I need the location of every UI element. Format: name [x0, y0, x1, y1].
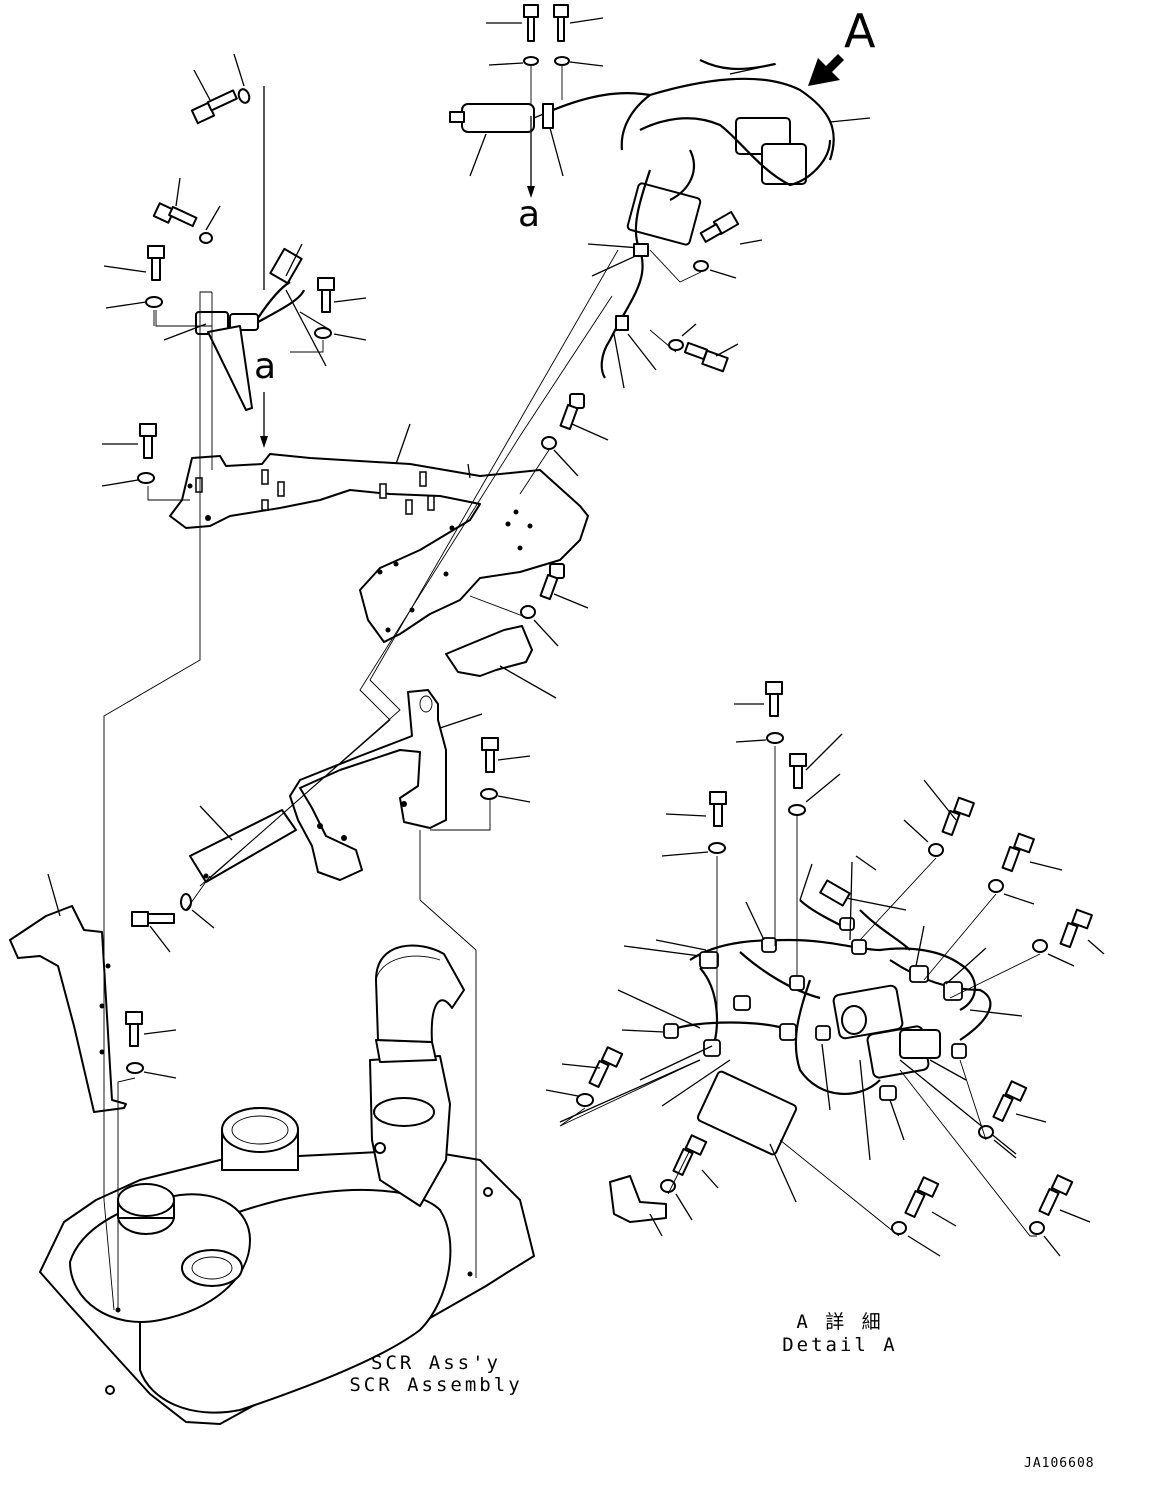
washer-icon	[180, 893, 192, 911]
detail-caption-line1: A 詳 細	[796, 1311, 884, 1333]
washer-icon	[314, 327, 332, 339]
bolt-icon	[539, 563, 589, 609]
view-arrow-label: A	[844, 4, 876, 58]
bolt-icon	[765, 681, 783, 717]
main-mounting-bracket	[169, 423, 589, 643]
washer-icon	[199, 232, 213, 244]
bracket-small	[609, 1175, 667, 1223]
deflector-plate	[189, 805, 297, 883]
bolt-icon	[941, 796, 975, 837]
control-box-icon	[832, 984, 941, 1079]
bolt-icon	[1001, 832, 1035, 873]
bolt-icon	[588, 1046, 624, 1088]
bolt-icon	[190, 69, 238, 125]
detail-a-view	[545, 681, 1105, 1257]
washer-icon	[1029, 1221, 1045, 1235]
harness-upper-right	[600, 117, 871, 379]
washer-icon	[480, 788, 498, 800]
bolt-icon	[992, 1080, 1028, 1122]
washer-icon	[145, 296, 163, 308]
washer-icon	[237, 88, 251, 104]
nox-sensor-module	[449, 103, 564, 198]
washer-icon	[554, 56, 570, 66]
side-mount-bracket	[9, 873, 127, 1113]
scr-assembly-caption: SCR Ass'y SCR Assembly	[336, 1352, 536, 1396]
bolt-icon	[672, 1134, 708, 1176]
washer-icon	[891, 1221, 907, 1235]
scr-caption-line2: SCR Assembly	[349, 1374, 523, 1396]
washer-icon	[576, 1093, 594, 1107]
bolt-icon	[481, 737, 499, 773]
reference-mark-upper: a	[518, 194, 541, 235]
washer-icon	[126, 1062, 144, 1074]
detail-a-caption: A 詳 細 Detail A	[780, 1307, 900, 1356]
washer-icon	[928, 843, 944, 857]
scr-caption-line1: SCR Ass'y	[371, 1352, 501, 1374]
sensor-bracket-small	[163, 86, 331, 411]
bolt-icon	[131, 911, 175, 953]
bolt-icon	[152, 177, 198, 228]
washer-icon	[693, 260, 709, 272]
washer-icon	[668, 339, 684, 351]
top-bolt-pair	[486, 4, 604, 67]
view-arrow-icon	[808, 54, 844, 86]
detail-caption-line2: Detail A	[782, 1334, 898, 1356]
washer-icon	[788, 804, 806, 816]
bolt-icon	[139, 423, 157, 459]
bolt-icon	[559, 393, 609, 441]
bolt-icon	[1038, 1174, 1074, 1216]
bolt-icon	[683, 341, 739, 373]
washer-icon	[541, 436, 557, 450]
washer-icon	[978, 1125, 994, 1139]
bolt-icon	[147, 245, 165, 281]
bolt-icon	[904, 1176, 940, 1218]
washer-icon	[660, 1179, 676, 1193]
support-bracket	[289, 689, 483, 881]
scr-assembly	[39, 944, 535, 1425]
washer-icon	[988, 879, 1004, 893]
reference-mark-lower: a	[254, 346, 277, 387]
bolt-icon	[523, 4, 539, 42]
leader-lines	[103, 66, 1041, 1311]
control-box-icon	[696, 1070, 798, 1156]
bolt-icon	[699, 210, 763, 245]
bolt-icon	[553, 4, 569, 42]
drawing-number: JA106608	[1024, 1456, 1095, 1471]
heat-shield-plate	[445, 625, 557, 699]
bolt-icon	[317, 277, 335, 313]
washer-icon	[708, 842, 726, 854]
bolt-icon	[789, 753, 807, 789]
washer-icon	[523, 56, 539, 66]
bolt-icon	[125, 1011, 143, 1047]
bolt-icon	[1059, 908, 1093, 949]
washer-icon	[137, 472, 155, 484]
washer-icon	[1032, 939, 1048, 953]
bolt-icon	[709, 791, 727, 827]
washer-icon	[766, 732, 784, 744]
